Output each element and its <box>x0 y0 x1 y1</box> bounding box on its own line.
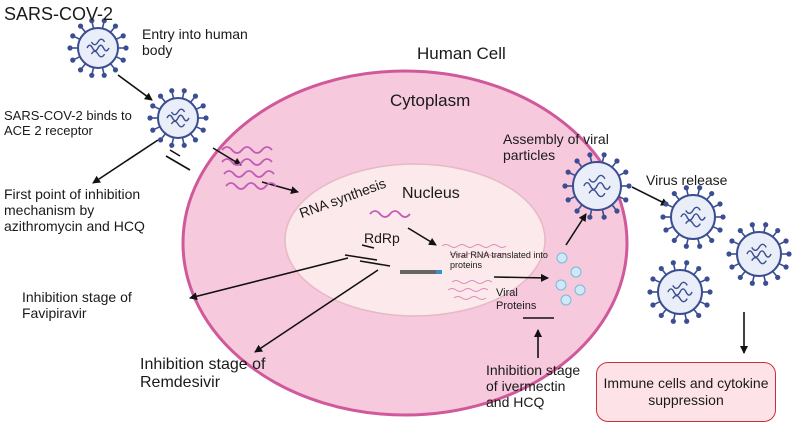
entry-label: Entry into human body <box>142 26 248 59</box>
arrow-to-assembly <box>565 213 587 246</box>
virus-release-3 <box>647 260 713 324</box>
rna-strands-cytoplasm <box>221 146 277 190</box>
virus-release-1 <box>660 185 726 249</box>
arrow-to-remdesivir <box>254 269 379 353</box>
virus-particles <box>67 18 792 324</box>
viral-rna-strands <box>441 244 507 300</box>
remdesivir-label: Inhibition stage of Remdesivir <box>140 356 266 392</box>
title-sars-cov-2: SARS-COV-2 <box>4 4 114 24</box>
arrow-entry <box>117 74 153 101</box>
virus-entry <box>67 18 129 78</box>
assembly-label: Assembly of viral particles <box>503 131 609 164</box>
arrow-virus-release <box>631 186 669 206</box>
viral-rna-label: Viral RNA translated into proteins <box>450 250 548 271</box>
ivermectin-label: Inhibition stage of ivermectin and HCQ <box>486 362 581 411</box>
virus-assembly <box>562 152 632 220</box>
nucleus <box>284 163 546 317</box>
viral-proteins-label: Viral Proteins <box>496 287 537 312</box>
arrow-translation <box>493 273 549 282</box>
ribosome-bar <box>400 270 442 274</box>
viral-protein-dots <box>555 252 586 306</box>
virus-binding <box>147 88 209 148</box>
inhibition-bars <box>165 149 554 319</box>
binds-label: SARS-COV-2 binds to ACE 2 receptor <box>4 108 132 138</box>
virus-release-2 <box>726 222 792 286</box>
arrow-rna-synthesis <box>407 227 437 246</box>
arrow-binding-to-first-point <box>92 139 159 184</box>
rna-strand-nucleus <box>369 210 411 218</box>
arrows <box>92 74 748 358</box>
human-cell-label: Human Cell <box>417 44 506 63</box>
arrow-into-cell <box>212 147 242 166</box>
virus-release-label: Virus release <box>646 172 728 188</box>
first-point-label: First point of inhibition mechanism by a… <box>4 186 145 235</box>
favipiravir-label: Inhibition stage of Favipiravir <box>22 289 132 322</box>
arrow-to-favipiravir <box>189 257 349 301</box>
cytoplasm-label: Cytoplasm <box>390 91 471 110</box>
immune-cells-box: Immune cells and cytokine suppression <box>596 362 776 422</box>
rdrp-label: RdRp <box>364 230 400 246</box>
nucleus-label: Nucleus <box>402 185 460 202</box>
